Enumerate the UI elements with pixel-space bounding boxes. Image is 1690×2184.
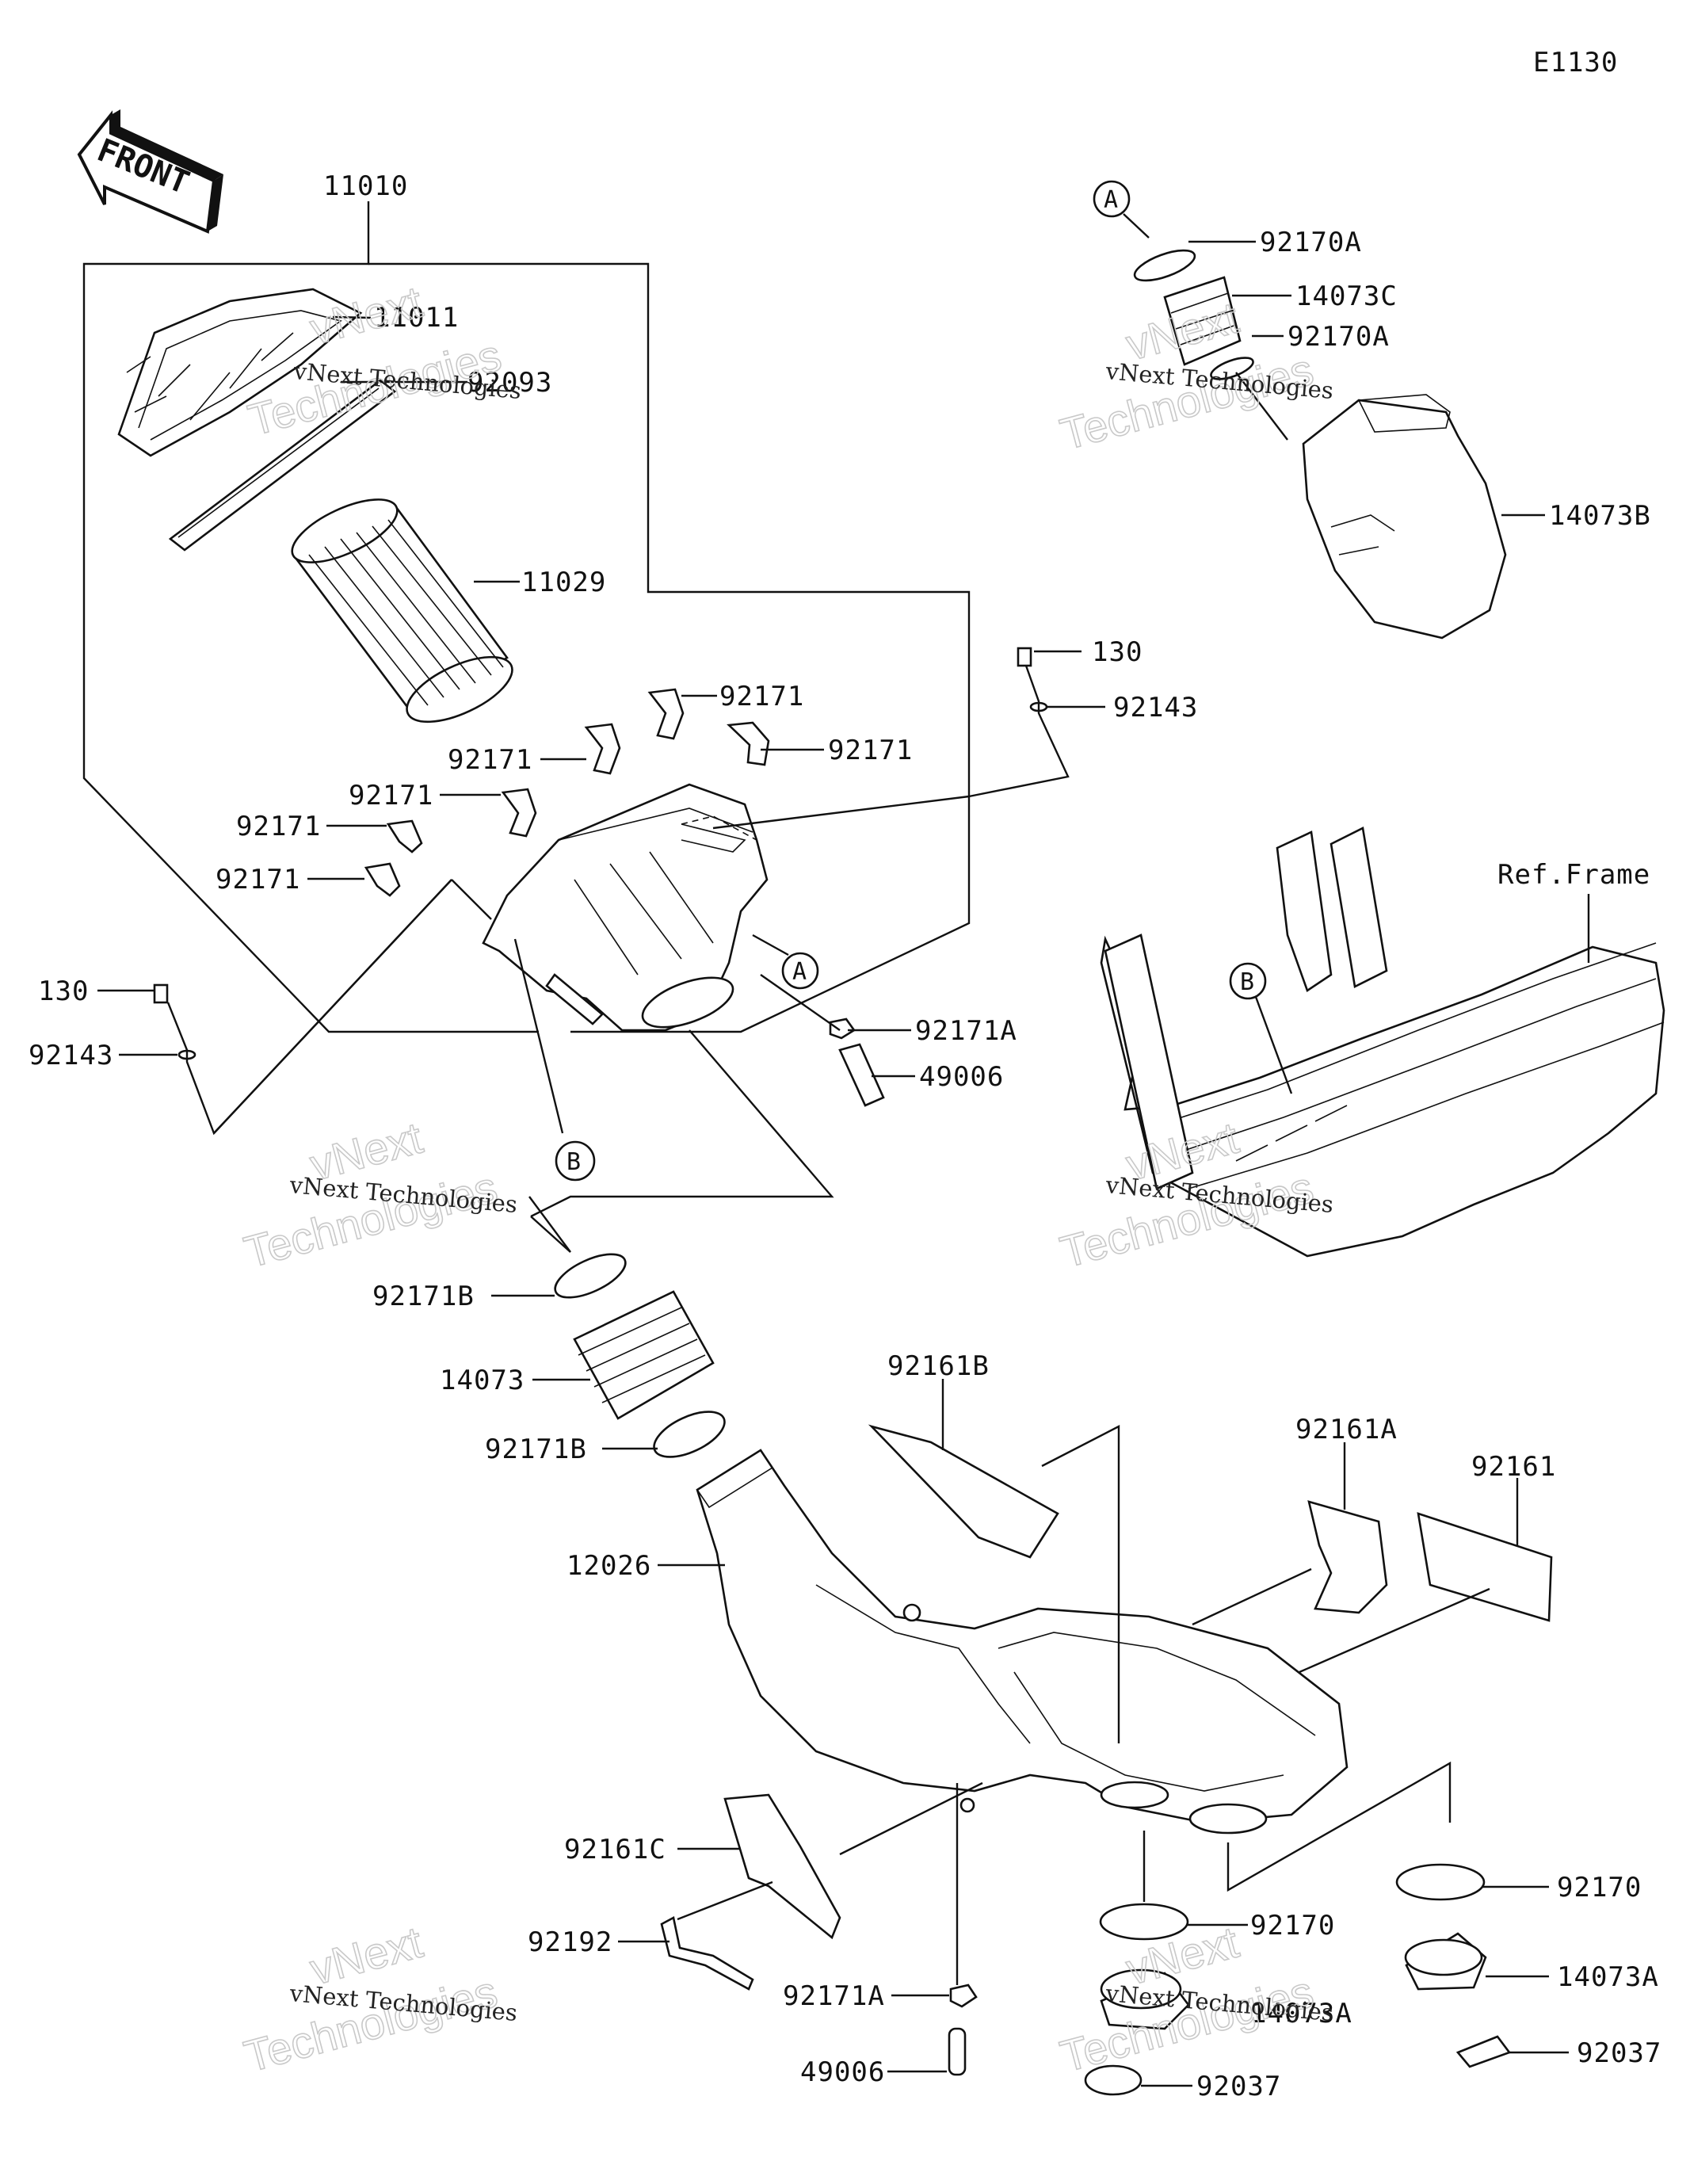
pad-92161B [868,1379,1120,1743]
label-11011: 11011 [374,302,459,334]
label-92093: 92093 [467,367,552,399]
clamp-92171B-bottom [602,1411,726,1458]
duct-14073 [532,1290,715,1420]
label-12026: 12026 [567,1550,651,1582]
label-92171-b: 92171 [448,744,532,776]
intake-duct-12026 [658,1449,1349,1835]
hose-92192 [618,1880,773,1991]
label-130-right: 130 [1092,636,1143,668]
watermark-bottom-left: vNext Technologies vNext Technologies [238,1916,518,2083]
label-92171-d: 92171 [349,780,433,811]
label-92161: 92161 [1471,1451,1556,1483]
label-92171-c: 92171 [828,735,913,766]
filter-cover-11011 [117,288,372,457]
pad-92161C [677,1781,983,1940]
front-arrow-icon: FRONT [77,109,223,234]
label-11029: 11029 [521,567,606,598]
callout-a-top: A [1104,186,1118,214]
ref-frame-label: Ref.Frame [1497,859,1650,891]
label-92171B-bottom: 92171B [485,1434,587,1465]
air-box-housing [482,783,970,1032]
label-92171-e: 92171 [236,811,321,842]
label-92171-a: 92171 [719,681,804,712]
label-92192: 92192 [528,1926,612,1958]
watermark-line1: vNext [305,277,428,354]
label-92170-mid: 92170 [1250,1910,1335,1942]
watermark-line2: Technologies [1055,1966,1318,2081]
label-14073: 14073 [440,1365,525,1396]
watermark-line2: Technologies [239,1966,502,2081]
label-92171B-top: 92171B [372,1281,475,1312]
label-92171-f: 92171 [216,864,300,895]
label-11010: 11010 [323,170,408,202]
label-92171A-bottom: 92171A [783,1980,885,2012]
clip-92171-group [307,688,824,897]
clip-92171A-mid [829,1018,911,1040]
label-92161B: 92161B [887,1350,990,1382]
label-92037-right: 92037 [1577,2037,1661,2069]
boot-14073C [1163,276,1291,366]
clip-92171A-bottom [891,1783,978,2008]
washer-92143-left [119,1049,196,1060]
clamp-92037-mid [1084,2064,1192,2096]
drain-tube-49006-bottom [887,2027,967,2076]
callout-b-housing: B [567,1148,581,1176]
duct-14073B [1235,372,1545,640]
label-14073A-right: 14073A [1557,1961,1659,1993]
diagram-code: E1130 [1533,47,1618,78]
clamp-92170A-top [1133,240,1256,282]
clamp-92037-right [1455,2035,1569,2068]
label-92170-right: 92170 [1557,1872,1642,1903]
label-92170A-top: 92170A [1260,227,1362,258]
clamp-92170A-bottom [1210,334,1284,380]
label-14073C: 14073C [1295,281,1398,312]
washer-92143-right [1029,701,1105,712]
callout-b-frame: B [1240,968,1254,996]
label-92161C: 92161C [564,1834,666,1865]
label-49006-bottom: 49006 [800,2056,885,2088]
clamp-92170-mid [1099,1831,1248,1941]
pad-92161 [1299,1478,1553,1674]
clamp-92170-right [1395,1863,1549,1901]
label-92037-mid: 92037 [1196,2071,1281,2102]
drain-tube-49006-mid [838,1043,915,1107]
callout-a-housing: A [792,958,807,986]
label-92171A-mid: 92171A [915,1015,1017,1047]
cap-14073A-mid [1100,1968,1190,2030]
label-92161A: 92161A [1295,1414,1398,1445]
label-49006-mid: 49006 [919,1061,1004,1093]
cap-14073A-right [1404,1932,1549,1991]
label-130-left: 130 [38,976,89,1007]
bracket-11010 [82,201,971,1033]
gasket-92093 [168,379,467,552]
clamp-92171B-top [491,1253,627,1299]
pad-92161A [1192,1442,1388,1626]
label-92170A-bottom: 92170A [1288,321,1390,353]
label-92143-left: 92143 [29,1040,113,1071]
reference-frame [1100,827,1665,1258]
air-filter-11029 [291,498,520,724]
label-92143-right: 92143 [1113,692,1198,724]
bolt-130-right [1017,647,1082,667]
watermark-top-right: vNext Technologies vNext Technologies [1055,292,1334,460]
label-14073B: 14073B [1549,500,1651,532]
bolt-130-left [97,983,169,1004]
watermark-mid-left: vNext Technologies vNext Technologies [238,1112,518,1278]
label-14073A-mid: 14073A [1250,1998,1352,2029]
